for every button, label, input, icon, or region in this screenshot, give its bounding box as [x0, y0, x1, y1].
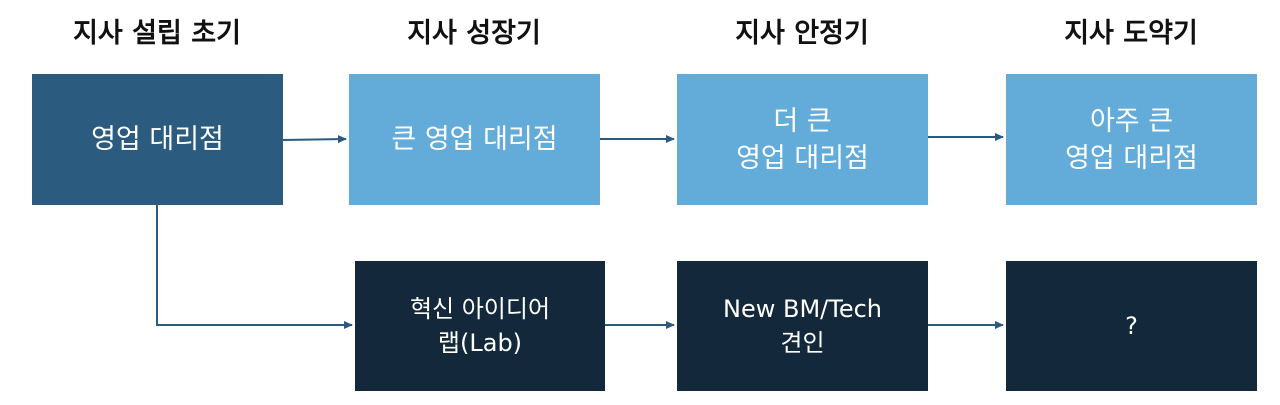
large-sales-agency-label: 큰 영업 대리점 [391, 124, 558, 155]
new-bm-tech-label: New BM/Tech 견인 [723, 295, 882, 357]
innovation-lab-label: 혁신 아이디어 랩(Lab) [409, 295, 551, 357]
arrow-sales-1-to-2 [282, 135, 347, 144]
larger-sales-agency-box: 더 큰 영업 대리점 [677, 74, 928, 205]
stage-title-founding: 지사 설립 초기 [73, 18, 241, 49]
sales-agency-label: 영업 대리점 [91, 124, 224, 155]
innovation-lab-box: 혁신 아이디어 랩(Lab) [355, 261, 605, 391]
arrow-branch-to-lab [156, 205, 353, 329]
unknown-next-box: ? [1006, 261, 1257, 391]
largest-sales-agency-box: 아주 큰 영업 대리점 [1006, 74, 1257, 205]
stage-title-leap: 지사 도약기 [1064, 18, 1198, 49]
sales-agency-box: 영업 대리점 [32, 74, 283, 205]
larger-sales-agency-label: 더 큰 영업 대리점 [736, 105, 869, 174]
stage-title-stable: 지사 안정기 [735, 18, 869, 49]
largest-sales-agency-label: 아주 큰 영업 대리점 [1065, 105, 1198, 174]
stage-title-growth: 지사 성장기 [407, 18, 541, 49]
new-bm-tech-box: New BM/Tech 견인 [677, 261, 928, 391]
large-sales-agency-box: 큰 영업 대리점 [349, 74, 600, 205]
unknown-next-label: ? [1125, 312, 1138, 340]
